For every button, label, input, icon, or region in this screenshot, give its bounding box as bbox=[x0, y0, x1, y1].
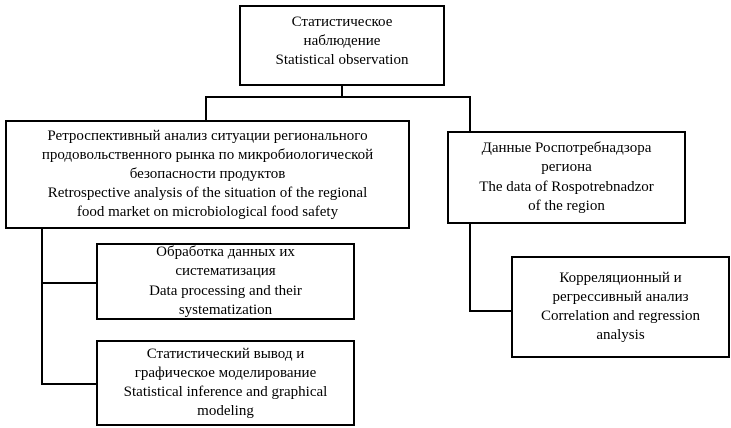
box-retrospective-analysis: Ретроспективный анализ ситуации регионал… bbox=[5, 120, 410, 229]
box-correlation-regression-label: Корреляционный и регрессивный анализ Cor… bbox=[540, 269, 701, 344]
box-correlation-regression: Корреляционный и регрессивный анализ Cor… bbox=[511, 256, 730, 358]
box-statistical-observation: Статистическое наблюдение Statistical ob… bbox=[239, 5, 445, 86]
box-data-processing-label: Обработка данных их систематизация Data … bbox=[149, 244, 302, 318]
box-data-processing: Обработка данных их систематизация Data … bbox=[96, 243, 355, 320]
box-statistical-inference: Статистический вывод и графическое модел… bbox=[96, 340, 355, 426]
box-rospotrebnadzor-data: Данные Роспотребнадзора региона The data… bbox=[447, 131, 686, 224]
box-retrospective-analysis-label: Ретроспективный анализ ситуации регионал… bbox=[41, 127, 374, 221]
box-rospotrebnadzor-data-label: Данные Роспотребнадзора региона The data… bbox=[479, 140, 654, 214]
box-statistical-observation-label: Статистическое наблюдение Statistical ob… bbox=[275, 14, 409, 69]
box-statistical-inference-label: Статистический вывод и графическое модел… bbox=[123, 345, 328, 420]
